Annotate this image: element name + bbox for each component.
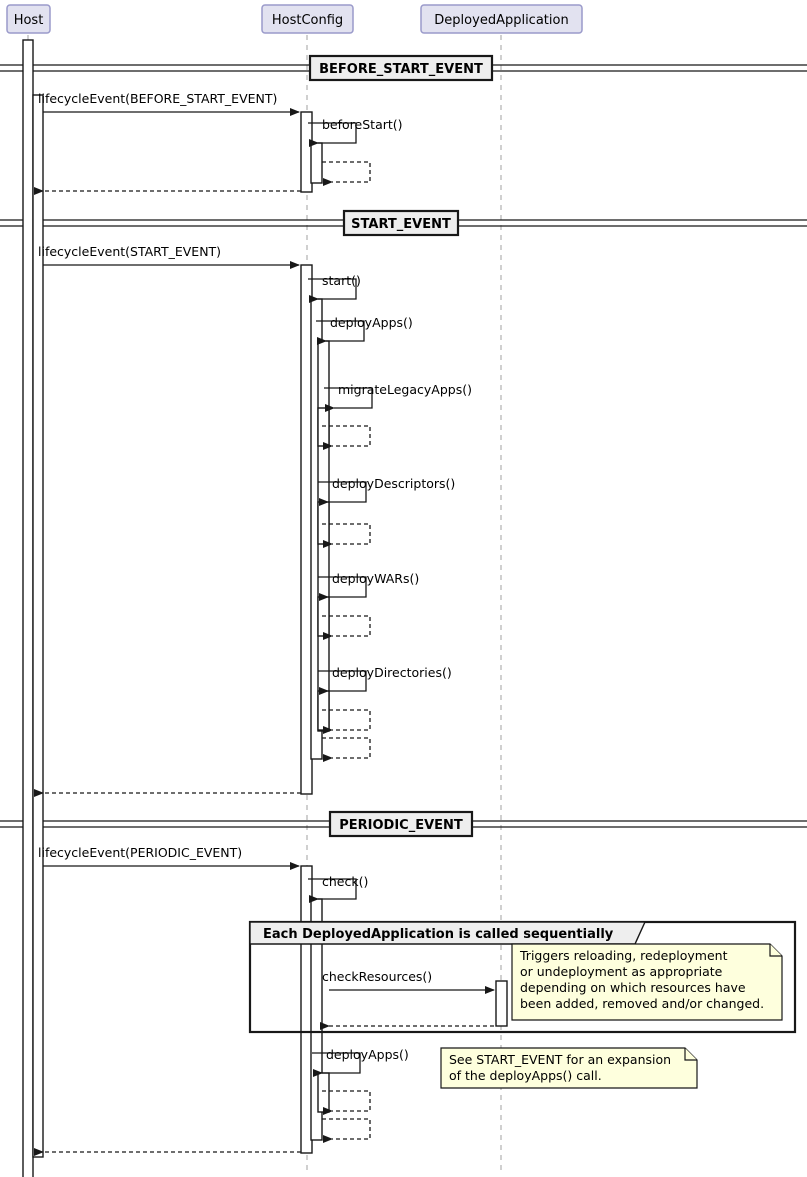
message-label-m5: lifecycleEvent(START_EVENT) xyxy=(38,244,221,259)
self-message-m12 xyxy=(318,576,367,601)
participant-deployedapp[interactable]: DeployedApplication xyxy=(420,4,583,34)
self-message-path-m19 xyxy=(308,878,357,903)
note-line-note-checkresources-0: Triggers reloading, redeployment xyxy=(519,948,728,963)
self-message-path-m7 xyxy=(316,320,365,345)
message-label-m6: start() xyxy=(322,273,361,288)
message-label-m1: lifecycleEvent(BEFORE_START_EVENT) xyxy=(38,91,277,106)
self-message-m19 xyxy=(308,878,357,903)
self-message-m24 xyxy=(322,1118,371,1143)
message-label-m2: beforeStart() xyxy=(322,117,403,132)
activation-bar-act-hc-3-deploy xyxy=(317,1072,330,1113)
self-message-path-m12 xyxy=(318,576,367,601)
activation-bar-act-hc-2-mig xyxy=(317,407,330,447)
message-label-m20: checkResources() xyxy=(322,969,432,984)
dividers-layer: BEFORE_START_EVENT START_EVENT PERIODIC_EV… xyxy=(0,54,807,838)
note-line-note-deployapps-0: See START_EVENT for an expansion xyxy=(449,1052,671,1067)
note-line-note-checkresources-2: depending on which resources have xyxy=(520,980,746,995)
self-message-m7 xyxy=(316,320,365,345)
self-message-m15 xyxy=(322,709,371,734)
divider-label-periodic: PERIODIC_EVENT xyxy=(339,818,463,833)
divider-box-periodic xyxy=(328,810,474,838)
divider-box-before-start xyxy=(308,54,494,82)
note-line-note-checkresources-3: been added, removed and/or changed. xyxy=(520,996,764,1011)
self-message-path-m9 xyxy=(322,425,371,450)
self-message-path-m2 xyxy=(308,122,357,147)
self-message-m11 xyxy=(322,523,371,548)
self-message-m14 xyxy=(318,670,367,695)
divider-box-start xyxy=(342,209,460,237)
note-fold-corner-note-deployapps xyxy=(684,1048,697,1061)
self-message-m13 xyxy=(322,615,371,640)
note-box-note-deployapps xyxy=(440,1047,698,1089)
participant-hostconfig[interactable]: HostConfig xyxy=(261,4,354,34)
message-label-m18: lifecycleEvent(PERIODIC_EVENT) xyxy=(38,845,242,860)
activation-bar-act-hc-1-self xyxy=(310,142,323,184)
participant-box-hostconfig[interactable] xyxy=(261,4,354,34)
message-label-m19: check() xyxy=(322,874,368,889)
participant-box-host[interactable] xyxy=(6,4,51,34)
activations-layer xyxy=(22,39,508,1177)
self-message-path-m16 xyxy=(322,737,371,762)
self-message-path-m3 xyxy=(322,161,371,186)
activation-bar-act-hc-2-desc xyxy=(317,501,330,545)
self-message-path-m8 xyxy=(324,387,373,412)
self-message-path-m13 xyxy=(322,615,371,640)
note-line-note-checkresources-1: or undeployment as appropriate xyxy=(520,964,723,979)
message-label-m10: deployDescriptors() xyxy=(332,476,455,491)
divider-label-before-start: BEFORE_START_EVENT xyxy=(319,62,483,77)
self-message-path-m14 xyxy=(318,670,367,695)
participants-layer: Host HostConfig DeployedApplication xyxy=(6,4,583,34)
activation-bar-act-da-1 xyxy=(495,980,508,1027)
self-message-m6 xyxy=(308,278,357,303)
participant-label-hostconfig: HostConfig xyxy=(272,13,343,28)
participant-box-deployedapp[interactable] xyxy=(420,4,583,34)
message-label-m8: migrateLegacyApps() xyxy=(338,382,472,397)
self-message-path-m15 xyxy=(322,709,371,734)
message-label-m22: deployApps() xyxy=(326,1047,409,1062)
messages-layer: lifecycleEvent(BEFORE_START_EVENT)before… xyxy=(34,91,495,1156)
participant-host[interactable]: Host xyxy=(6,4,51,34)
note-box-note-checkresources xyxy=(511,943,783,1021)
self-message-path-m24 xyxy=(322,1118,371,1143)
self-message-path-m11 xyxy=(322,523,371,548)
fragments-layer: Each DeployedApplication is called seque… xyxy=(248,920,797,1034)
activation-bar-act-host-inner xyxy=(32,94,44,1158)
message-label-m7: deployApps() xyxy=(330,315,413,330)
self-message-path-m23 xyxy=(322,1090,371,1115)
self-message-m9 xyxy=(322,425,371,450)
divider-label-start: START_EVENT xyxy=(351,217,451,232)
lifelines-layer xyxy=(27,35,502,1171)
participant-label-host: Host xyxy=(14,13,44,28)
self-message-m23 xyxy=(322,1090,371,1115)
self-message-m8 xyxy=(324,387,373,412)
self-message-m22 xyxy=(312,1052,361,1077)
message-label-m12: deployWARs() xyxy=(332,571,419,586)
self-message-m2 xyxy=(308,122,357,147)
note-line-note-deployapps-1: of the deployApps() call. xyxy=(449,1068,602,1083)
note-fold-corner-note-checkresources xyxy=(769,944,782,957)
activation-bar-act-host-outer xyxy=(22,39,34,1177)
self-message-path-m22 xyxy=(312,1052,361,1077)
self-message-path-m10 xyxy=(318,481,367,506)
self-message-m16 xyxy=(322,737,371,762)
participant-label-deployedapp: DeployedApplication xyxy=(434,13,568,28)
self-message-path-m6 xyxy=(308,278,357,303)
message-label-m14: deployDirectories() xyxy=(332,665,452,680)
fragment-label-frag-each-deployedapp: Each DeployedApplication is called seque… xyxy=(263,927,614,942)
self-message-m10 xyxy=(318,481,367,506)
self-message-m3 xyxy=(322,161,371,186)
